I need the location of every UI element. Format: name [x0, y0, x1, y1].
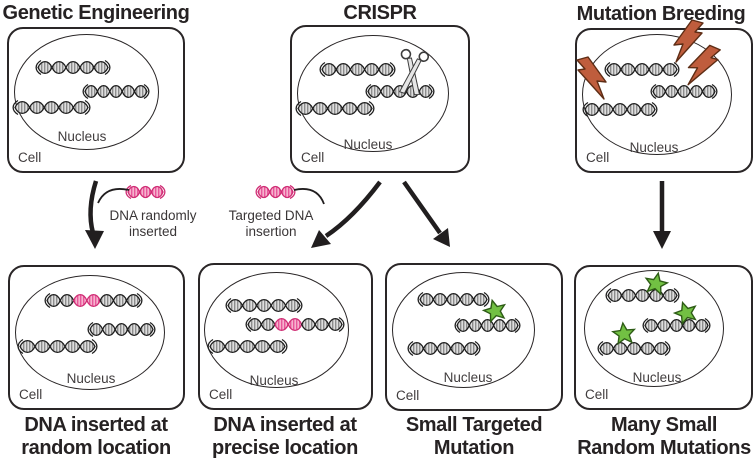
panel-title-genetic-engineering: Genetic Engineering — [2, 2, 190, 24]
cell-label: Cell — [18, 150, 42, 165]
caption-line: Small Targeted — [405, 414, 543, 436]
nucleus — [204, 272, 349, 388]
caption-small-targeted-mutation: Small Targeted Mutation — [405, 414, 543, 460]
panel-title-crispr: CRISPR — [343, 2, 417, 24]
nucleus — [582, 34, 732, 155]
nucleus-label: Nucleus — [249, 373, 299, 388]
fragment-connector-line — [97, 188, 130, 204]
caption-line: DNA inserted at — [213, 414, 357, 436]
down-arrow-icon — [85, 180, 104, 249]
annotation-line: DNA randomly — [109, 208, 197, 223]
cell-many-random-mutations: Nucleus Cell — [574, 265, 753, 410]
down-left-arrow-icon — [311, 180, 382, 248]
cell-label: Cell — [586, 150, 610, 165]
cell-label: Cell — [209, 387, 233, 402]
cell-label: Cell — [19, 387, 43, 402]
annotation-targeted-dna-insertion: Targeted DNA insertion — [229, 208, 314, 240]
nucleus-label: Nucleus — [343, 137, 393, 152]
caption-random-location: DNA inserted at random location — [21, 414, 171, 460]
annotation-line: insertion — [245, 224, 297, 239]
cell-label: Cell — [396, 388, 420, 403]
cell-small-targeted-mutation: Nucleus Cell — [385, 263, 563, 411]
cell-genetic-engineering: Nucleus Cell — [7, 27, 185, 173]
caption-line: Mutation — [433, 437, 515, 459]
annotation-line: Targeted DNA — [228, 208, 314, 223]
cell-mutation-breeding: Nucleus Cell — [575, 28, 753, 173]
nucleus — [297, 35, 449, 152]
nucleus-label: Nucleus — [629, 140, 679, 155]
down-arrow-icon — [653, 181, 671, 249]
nucleus-label: Nucleus — [443, 370, 493, 385]
panel-title-mutation-breeding: Mutation Breeding — [576, 3, 746, 25]
cell-label: Cell — [585, 387, 609, 402]
caption-many-random-mutations: Many Small Random Mutations — [577, 414, 751, 460]
nucleus-label: Nucleus — [66, 371, 116, 386]
fragment-connector-line — [293, 188, 325, 205]
caption-line: random location — [21, 437, 171, 459]
caption-line: Many Small — [610, 414, 718, 436]
caption-line: DNA inserted at — [24, 414, 168, 436]
nucleus-label: Nucleus — [632, 370, 682, 385]
pink-dna-fragment-icon — [255, 184, 296, 200]
nucleus-label: Nucleus — [57, 129, 107, 144]
cell-label: Cell — [301, 150, 325, 165]
annotation-dna-randomly-inserted: DNA randomly inserted — [109, 208, 196, 240]
pink-dna-fragment-icon — [125, 184, 166, 200]
caption-precise-location: DNA inserted at precise location — [212, 414, 358, 460]
caption-line: Random Mutations — [577, 437, 751, 459]
down-right-arrow-icon — [402, 180, 450, 247]
cell-random-location: Nucleus Cell — [8, 265, 185, 410]
cell-crispr: Nucleus Cell — [290, 25, 470, 173]
cell-precise-location: Nucleus Cell — [198, 263, 373, 410]
annotation-line: inserted — [128, 224, 178, 239]
caption-line: precise location — [212, 437, 358, 459]
